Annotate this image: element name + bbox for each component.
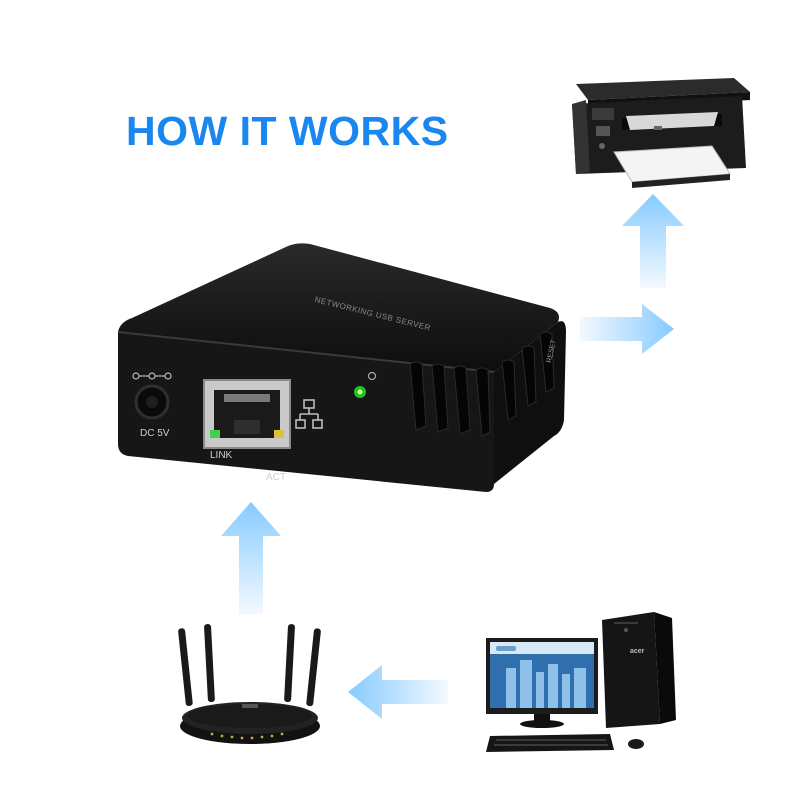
arrow-up-icon [221, 502, 281, 614]
power-jack-icon [132, 372, 172, 420]
power-led-icon [354, 371, 377, 398]
arrow-left-icon [348, 665, 448, 719]
act-label: ACT [266, 472, 286, 483]
arrow-right-icon [580, 304, 674, 354]
page-title: HOW IT WORKS [126, 108, 449, 154]
link-label: LINK [210, 450, 233, 461]
computer [486, 612, 676, 752]
ethernet-port [203, 379, 291, 449]
power-label: DC 5V [140, 428, 170, 439]
printer [572, 78, 750, 188]
monitor-brand: acer [630, 648, 645, 655]
arrow-up-icon [622, 194, 684, 288]
router [178, 624, 321, 744]
print-server-device [117, 243, 566, 492]
network-icon [295, 399, 323, 429]
